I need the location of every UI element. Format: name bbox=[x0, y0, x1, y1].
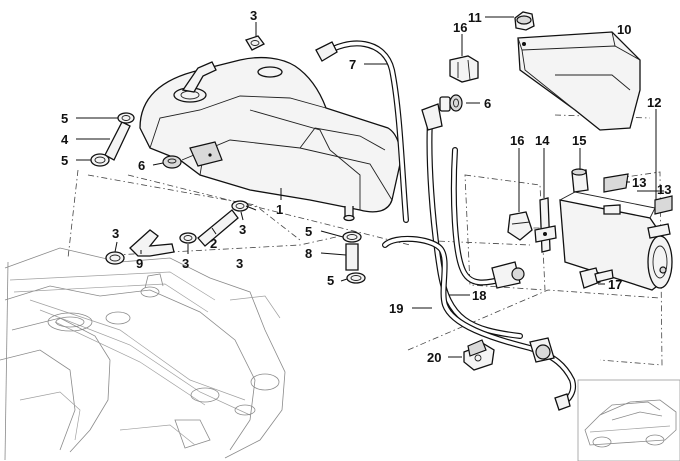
part-12-activated-carbon-canister bbox=[559, 191, 673, 291]
part-9-elbow-hose bbox=[129, 229, 175, 257]
line-18 bbox=[450, 147, 525, 289]
part-13-pads bbox=[603, 173, 673, 215]
part-3-clamp-top bbox=[245, 35, 265, 51]
callout-20: 20 bbox=[427, 350, 441, 365]
callout-10: 10 bbox=[617, 22, 631, 37]
callout-8: 8 bbox=[305, 246, 312, 261]
callout-5: 5 bbox=[61, 111, 68, 126]
callout-5: 5 bbox=[327, 273, 334, 288]
reference-lines bbox=[67, 114, 663, 366]
part-8-hose-and-clamps bbox=[342, 231, 366, 284]
callout-3: 3 bbox=[250, 8, 257, 23]
part-16-holder bbox=[507, 211, 533, 241]
callout-18: 18 bbox=[472, 288, 486, 303]
line-19 bbox=[382, 235, 576, 411]
part-6-grommet-left bbox=[162, 155, 182, 169]
callout-13: 13 bbox=[657, 182, 671, 197]
callout-7: 7 bbox=[349, 57, 356, 72]
vent-line-6 bbox=[421, 94, 523, 339]
part-10-cover bbox=[517, 31, 641, 131]
callout-6: 6 bbox=[138, 158, 145, 173]
callout-6: 6 bbox=[484, 96, 491, 111]
callout-3: 3 bbox=[236, 256, 243, 271]
hose-7-filler-vent bbox=[315, 40, 409, 223]
callout-19: 19 bbox=[389, 301, 403, 316]
callout-16: 16 bbox=[453, 20, 467, 35]
callout-16: 16 bbox=[510, 133, 524, 148]
callout-2: 2 bbox=[210, 236, 217, 251]
callout-5: 5 bbox=[305, 224, 312, 239]
callout-12: 12 bbox=[647, 95, 661, 110]
callout-3: 3 bbox=[112, 226, 119, 241]
part-15-bushing bbox=[571, 168, 589, 193]
callout-3: 3 bbox=[182, 256, 189, 271]
callout-11: 11 bbox=[468, 10, 482, 25]
part-5-clamps-left bbox=[90, 112, 135, 167]
callout-5: 5 bbox=[61, 153, 68, 168]
callout-3: 3 bbox=[239, 222, 246, 237]
callout-labels: 3 5 4 5 6 7 16 11 10 6 12 1 16 14 15 13 … bbox=[61, 8, 671, 365]
callout-4: 4 bbox=[61, 132, 69, 147]
leader-lines bbox=[76, 16, 664, 358]
part-11-grommet bbox=[514, 11, 535, 31]
callout-1: 1 bbox=[276, 202, 283, 217]
fuel-tank bbox=[139, 56, 402, 222]
part-4-hose bbox=[104, 121, 131, 161]
callout-15: 15 bbox=[572, 133, 586, 148]
part-17-screw bbox=[579, 267, 614, 289]
callout-13: 13 bbox=[632, 175, 646, 190]
ghost-tank-assembly bbox=[0, 247, 286, 461]
vehicle-thumbnail bbox=[577, 379, 680, 461]
part-16-holder-top bbox=[449, 55, 479, 83]
callout-17: 17 bbox=[608, 277, 622, 292]
callout-14: 14 bbox=[535, 133, 550, 148]
part-20-valve bbox=[463, 339, 495, 371]
part-2-hose bbox=[197, 209, 239, 247]
part-14-bracket bbox=[534, 197, 557, 253]
part-3-clamps-mid bbox=[105, 200, 249, 265]
callout-9: 9 bbox=[136, 256, 143, 271]
